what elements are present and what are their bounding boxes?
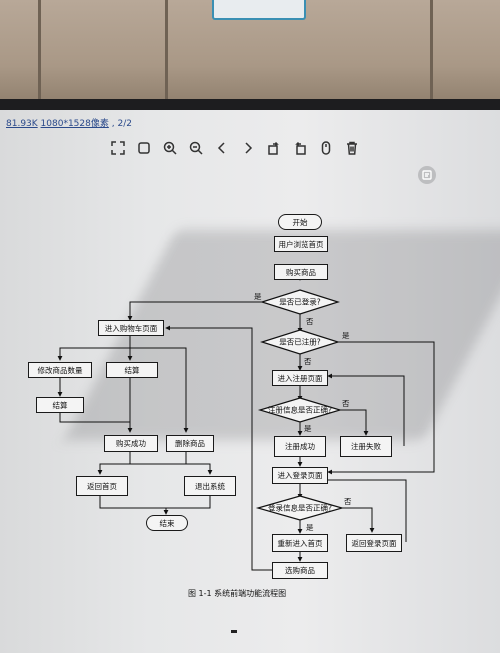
zoom-out-icon[interactable]	[186, 138, 206, 158]
decision-shape	[260, 289, 340, 315]
yes-label: 是	[342, 331, 350, 340]
buy-goods-node: 购买商品	[274, 264, 328, 280]
delete-goods-node: 删除商品	[166, 435, 214, 452]
image-viewer-screen: 81.93K 1080*1528像素 , 2/2	[0, 110, 500, 653]
wall-seam	[430, 0, 433, 105]
reg-fail-node: 注册失败	[340, 436, 392, 457]
delete-icon[interactable]	[342, 138, 362, 158]
prev-icon[interactable]	[212, 138, 232, 158]
image-info: 81.93K 1080*1528像素 , 2/2	[6, 119, 132, 129]
decision-shape	[260, 329, 340, 355]
resolution: 1080*1528像素	[40, 119, 109, 129]
browse-home-node: 用户浏览首页	[274, 236, 328, 252]
fullscreen-icon[interactable]	[108, 138, 128, 158]
back-home-node: 返回首页	[76, 476, 128, 496]
buy-success-node: 购买成功	[104, 435, 158, 452]
exit-system-node: 退出系统	[184, 476, 236, 496]
no-label: 否	[306, 317, 314, 326]
flowchart-connectors	[57, 238, 435, 571]
rotate-right-icon[interactable]	[290, 138, 310, 158]
wall-sign	[212, 0, 306, 20]
yes-label: 是	[304, 424, 312, 433]
wall-seam	[165, 0, 168, 105]
file-size: 81.93K	[6, 119, 38, 129]
enter-login-node: 进入登录页面	[272, 467, 328, 484]
no-label: 否	[342, 399, 350, 408]
start-node: 开始	[278, 214, 322, 230]
zoom-in-icon[interactable]	[160, 138, 180, 158]
decision-shape	[257, 397, 343, 423]
is-logged-in-decision: 是否已登录?	[279, 297, 321, 307]
is-registered-decision: 是否已注册?	[279, 337, 321, 347]
flowchart: 开始 用户浏览首页 购买商品 是否已登录? 进入购物车页面 是否已注册? 修改商…	[0, 110, 500, 653]
reenter-home-node: 重新进入首页	[272, 534, 328, 552]
no-label: 否	[344, 497, 352, 506]
decision-shape	[255, 495, 345, 521]
viewer-toolbar	[108, 138, 362, 158]
figure-caption: 图 1-1 系统前端功能流程图	[188, 589, 287, 598]
modify-qty-node: 修改商品数量	[28, 362, 92, 378]
back-login-node: 返回登录页面	[346, 534, 402, 552]
page-marker	[231, 630, 237, 633]
rotate-left-icon[interactable]	[264, 138, 284, 158]
reg-info-decision: 注册信息是否正确?	[268, 405, 332, 415]
no-label: 否	[304, 357, 312, 366]
enter-register-node: 进入注册页面	[272, 370, 328, 386]
page-indicator: 2/2	[117, 119, 132, 129]
wall-background	[0, 0, 500, 110]
wall-seam	[38, 0, 41, 105]
yes-label: 是	[254, 292, 262, 301]
next-icon[interactable]	[238, 138, 258, 158]
mouse-icon[interactable]	[316, 138, 336, 158]
yes-label: 是	[306, 523, 314, 532]
login-info-decision: 登录信息是否正确?	[268, 503, 332, 513]
fit-window-icon[interactable]	[134, 138, 154, 158]
ocr-button[interactable]	[418, 166, 436, 184]
checkout-node: 结算	[106, 362, 158, 378]
reg-success-node: 注册成功	[274, 436, 326, 457]
choose-goods-node: 选购商品	[272, 562, 328, 579]
checkout-node-2: 结算	[36, 397, 84, 413]
end-node: 结束	[146, 515, 188, 531]
enter-cart-node: 进入购物车页面	[98, 320, 164, 336]
